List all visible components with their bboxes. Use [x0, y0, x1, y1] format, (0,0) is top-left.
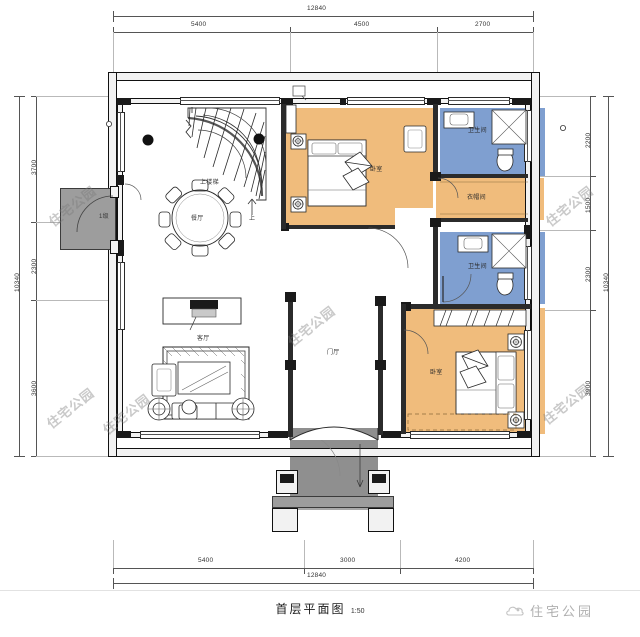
outer-wall-bottom [108, 448, 540, 457]
pier-ne [512, 98, 531, 105]
pier-w-mid [117, 240, 124, 256]
porch-column-left-core [280, 474, 294, 483]
pier-sw [117, 431, 131, 438]
window-south-bed2 [410, 431, 510, 439]
pier-foyer-sw [285, 360, 296, 370]
outer-wall-right [531, 72, 540, 457]
dim-bottom-seg-1: 3000 [340, 557, 356, 564]
room-label-closet: 衣帽间 [467, 195, 486, 201]
porch-step [272, 496, 394, 508]
window-east-bed2 [524, 330, 532, 420]
pier-bath1-sw [430, 172, 441, 181]
dim-top-overall: 12840 [307, 5, 327, 12]
brand-name: 住宅公园 [530, 604, 595, 619]
dim-bottom-seg-0: 5400 [198, 557, 214, 564]
room-label-dining: 餐厅 [191, 216, 204, 222]
room-label-foyer: 门厅 [327, 350, 340, 356]
window-south-living [140, 431, 260, 439]
partition-bath1-south [433, 174, 528, 178]
console-cabinet [162, 297, 242, 331]
window-east-bed2-mullion [527, 330, 528, 420]
dim-right-overall: 10340 [603, 272, 610, 292]
pier-bath2-nw [430, 218, 441, 227]
partition-closet-south [433, 218, 528, 222]
room-label-bedroom1: 卧室 [370, 167, 383, 173]
partition-bath2-west [433, 222, 438, 308]
pier-s-mid2 [381, 431, 401, 438]
pier-foyer-se [375, 360, 386, 370]
page-title: 首层平面图 [275, 602, 346, 616]
partition-bath-west [433, 104, 438, 178]
dim-right-seg-2: 2300 [585, 266, 592, 282]
window-south-living-mullion [140, 434, 260, 435]
window-north-dining [180, 97, 280, 105]
dim-left-seg-1: 2300 [31, 258, 38, 274]
watermark-5: 住宅公园 [539, 381, 594, 428]
pier-foyer-ne [375, 296, 386, 306]
side-porch-pier-top [110, 186, 119, 198]
watermark-2: 住宅公园 [43, 385, 98, 432]
pier-n-mid2 [427, 98, 441, 105]
pier-bed2-nw [401, 302, 411, 311]
partition-bed1-bottom [285, 225, 395, 229]
porch-base-right [368, 508, 394, 532]
outer-wall-left [108, 72, 117, 457]
window-north-bed1 [347, 97, 425, 105]
room-label-living: 客厅 [197, 336, 210, 342]
dim-left-overall: 10340 [14, 272, 21, 292]
dim-top-seg-1: 4500 [354, 21, 370, 28]
partition-bed2-north [405, 304, 531, 309]
window-east-bath1 [524, 110, 532, 162]
window-east-bath2 [524, 246, 532, 300]
dim-left-seg-0: 3700 [31, 159, 38, 175]
window-north-bath1-mullion [448, 100, 510, 101]
footer-divider [0, 590, 640, 591]
room-label-bath2: 卫生间 [468, 264, 487, 270]
partition-bed2-west [401, 304, 406, 434]
pier-foyer-nw [285, 292, 296, 302]
living-room-set [147, 346, 255, 421]
annotation-side-step: 1级 [99, 214, 109, 220]
pier-s-mid1 [268, 431, 288, 438]
pier-nw [117, 98, 131, 105]
window-west-living [117, 262, 125, 330]
outer-wall-top [108, 72, 540, 81]
pier-e-mid [524, 225, 531, 239]
window-west-living-mullion [120, 262, 121, 330]
partition-bed1-west [281, 104, 286, 229]
room-fill-front-porch [290, 428, 378, 498]
dim-bottom-seg-2: 4200 [455, 557, 471, 564]
staircase-curved [185, 107, 267, 215]
window-north-bed1-mullion [347, 100, 425, 101]
pier-n-mid3 [340, 98, 346, 105]
pier-w-mid2 [117, 175, 124, 185]
pier-n-mid1 [281, 98, 293, 105]
dim-top-seg-2: 2700 [475, 21, 491, 28]
dim-bottom-overall: 12840 [307, 572, 327, 579]
side-porch-pier-bot [110, 240, 119, 254]
annotation-stair-up: 上 [249, 216, 256, 222]
porch-column-right-core [372, 474, 386, 483]
window-west-dining [117, 112, 125, 172]
window-east-bath2-mullion [527, 246, 528, 300]
room-label-bedroom2: 卧室 [430, 370, 443, 376]
plan-scale: 1:50 [350, 608, 365, 615]
cloud-logo-icon [506, 606, 524, 616]
window-north-bath1 [448, 97, 510, 105]
window-south-bed2-mullion [410, 434, 510, 435]
dim-top-seg-0: 5400 [191, 21, 207, 28]
room-label-bath1: 卫生间 [468, 128, 487, 134]
window-west-dining-mullion [120, 112, 121, 172]
window-north-dining-mullion [180, 100, 280, 101]
dim-left-seg-2: 3600 [31, 380, 38, 396]
window-east-bath1-mullion [527, 110, 528, 162]
porch-base-left [272, 508, 298, 532]
room-label-stair: 上楼梯 [200, 180, 219, 186]
dim-right-seg-0: 2200 [585, 132, 592, 148]
pier-se [517, 431, 531, 438]
brand-footer: 住宅公园 [505, 601, 594, 620]
plan-title-row: 首层平面图 1:50 [0, 600, 640, 617]
